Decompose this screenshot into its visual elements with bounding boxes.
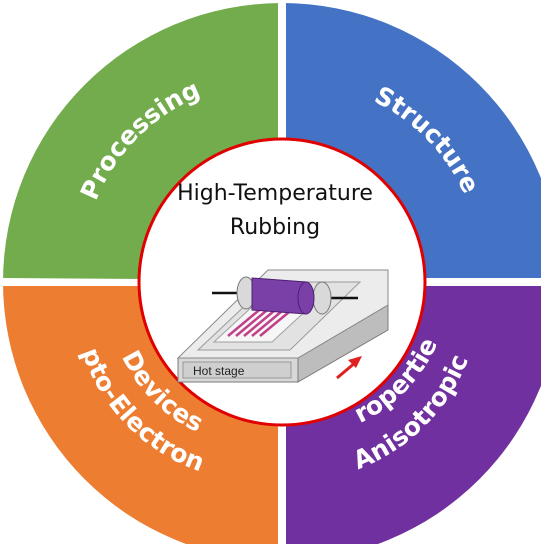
hot-stage-label: Hot stage [193,364,245,378]
rubbing-machine-icon: Hot stage [176,269,389,383]
center-title-line1: High-Temperature [177,181,373,206]
direction-arrow-icon [336,356,362,380]
center-title-line2: Rubbing [230,215,320,240]
